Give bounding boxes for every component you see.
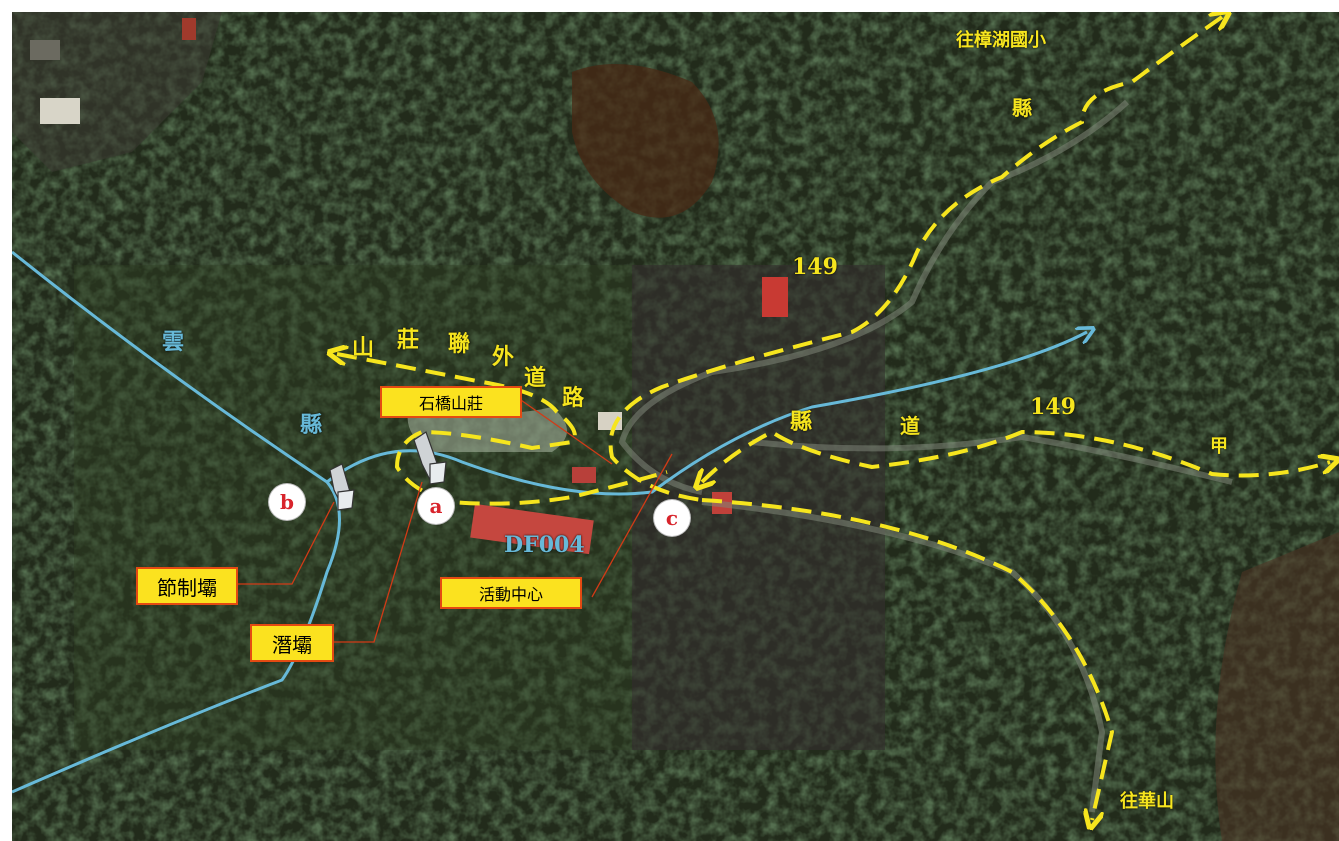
building-roof-red xyxy=(762,277,788,317)
point-marker-b: b xyxy=(269,484,305,520)
label-to-huashan: 往華山 xyxy=(1120,791,1174,812)
label-yun: 雲 xyxy=(162,329,185,355)
label-access-road-shan: 山 xyxy=(352,335,375,361)
label-road-149-north: 149 xyxy=(792,254,838,280)
point-marker-a: a xyxy=(418,488,454,524)
dam-icon xyxy=(413,431,447,485)
callout-leaders xyxy=(236,397,673,643)
map-graphics xyxy=(12,12,1339,841)
label-county-west: 縣 xyxy=(300,412,323,438)
building-roof-red xyxy=(470,503,594,555)
callout-control-dam: 節制壩 xyxy=(136,567,238,605)
satellite-map[interactable]: 往樟湖國小 縣 149 山 莊 聯 外 道 路 縣 道 149 甲 往華山 雲 … xyxy=(12,12,1339,841)
callout-shiqiao-villa: 石橋山莊 xyxy=(380,386,522,418)
label-road-east: 道 xyxy=(900,414,920,438)
label-access-road-lian: 聯 xyxy=(448,331,471,357)
label-route-jia: 甲 xyxy=(1210,436,1228,457)
point-marker-c: c xyxy=(654,500,690,536)
building-roof-red xyxy=(572,467,596,483)
label-county-east: 縣 xyxy=(790,409,813,435)
dam-icon xyxy=(329,463,355,511)
label-stream-df004: DF004 xyxy=(504,532,585,558)
label-access-road-dao: 道 xyxy=(524,365,547,391)
callout-activity-center: 活動中心 xyxy=(440,577,582,609)
label-access-road-wai: 外 xyxy=(492,344,515,370)
building xyxy=(40,98,80,124)
label-county-top: 縣 xyxy=(1012,96,1032,120)
terraced-field xyxy=(1215,532,1339,841)
label-to-zhanghu-elementary: 往樟湖國小 xyxy=(956,30,1046,51)
orchard-slope xyxy=(572,64,719,218)
callout-submerged-dam: 潛壩 xyxy=(250,624,334,662)
label-access-road-lu: 路 xyxy=(562,385,585,411)
building xyxy=(182,18,196,40)
village-area xyxy=(12,12,222,172)
building xyxy=(30,40,60,60)
label-access-road-zhuang: 莊 xyxy=(397,327,420,353)
road-route-dashed xyxy=(337,17,1330,820)
label-road-149-east: 149 xyxy=(1030,394,1076,420)
